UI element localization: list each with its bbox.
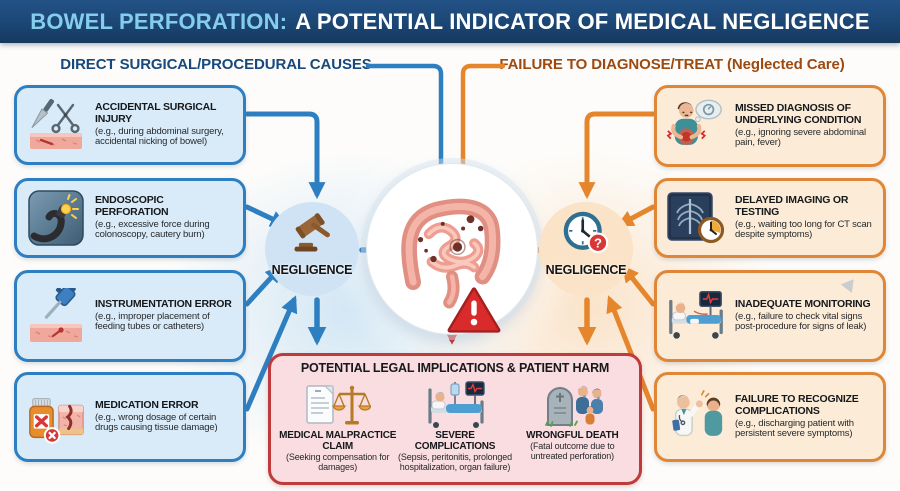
negligence-label: NEGLIGENCE bbox=[271, 263, 353, 277]
gavel-icon bbox=[288, 210, 336, 261]
cause-box-failure-to-recognize: FAILURE TO RECOGNIZE COMPLICATIONS (e.g.… bbox=[654, 372, 886, 462]
legal-item-title: SEVERE COMPLICATIONS bbox=[414, 430, 496, 453]
cause-desc: (e.g., excessive force during colonoscop… bbox=[95, 218, 210, 241]
legal-item-desc: (Seeking compensation for damages) bbox=[286, 452, 390, 473]
cause-title: ENDOSCOPIC PERFORATION bbox=[95, 193, 169, 218]
abdominal-pain-icon bbox=[665, 97, 727, 155]
cause-desc: (e.g., during abdominal surgery, acciden… bbox=[95, 125, 224, 148]
doctor-dismissal-icon bbox=[665, 389, 727, 445]
cause-desc: (e.g., improper placement of feeding tub… bbox=[95, 310, 210, 333]
svg-text:?: ? bbox=[594, 236, 602, 251]
scalpel-scissors-icon bbox=[25, 97, 87, 153]
hospital-bed-iv-icon bbox=[422, 378, 488, 428]
intestines-illustration bbox=[378, 172, 526, 327]
title-banner: BOWEL PERFORATION: A POTENTIAL INDICATOR… bbox=[0, 0, 900, 43]
cause-box-accidental-surgical-injury: ACCIDENTAL SURGICAL INJURY (e.g., during… bbox=[14, 85, 246, 165]
legal-item-title: WRONGFUL DEATH bbox=[526, 430, 619, 441]
cause-title: INADEQUATE MONITORING bbox=[735, 297, 871, 310]
warning-triangle-icon bbox=[447, 286, 501, 341]
legal-item-malpractice: MEDICAL MALPRACTICE CLAIM (Seeking compe… bbox=[279, 378, 396, 473]
cause-desc: (e.g., ignoring severe abdominal pain, f… bbox=[735, 126, 866, 149]
feeding-tube-icon bbox=[25, 288, 87, 344]
cause-box-endoscopic-perforation: ENDOSCOPIC PERFORATION (e.g., excessive … bbox=[14, 178, 246, 258]
legal-box-title: POTENTIAL LEGAL IMPLICATIONS & PATIENT H… bbox=[300, 361, 610, 375]
cause-desc: (e.g., discharging patient with persiste… bbox=[735, 417, 854, 440]
negligence-node-surgical: NEGLIGENCE bbox=[265, 202, 359, 296]
hospital-monitoring-icon bbox=[665, 289, 727, 343]
cause-title: ACCIDENTAL SURGICAL INJURY bbox=[95, 100, 217, 125]
legal-item-desc: (Sepsis, peritonitis, prolonged hospital… bbox=[398, 452, 512, 473]
legal-item-title: MEDICAL MALPRACTICE CLAIM bbox=[279, 430, 397, 453]
cause-box-delayed-imaging: DELAYED IMAGING OR TESTING (e.g., waitin… bbox=[654, 178, 886, 258]
cause-desc: (e.g., wrong dosage of certain drugs cau… bbox=[95, 411, 218, 434]
right-column-header: FAILURE TO DIAGNOSE/TREAT (Neglected Car… bbox=[499, 56, 845, 73]
medication-bottle-icon bbox=[25, 389, 87, 445]
negligence-label: NEGLIGENCE bbox=[545, 263, 627, 277]
left-column-header: DIRECT SURGICAL/PROCEDURAL CAUSES bbox=[60, 56, 372, 73]
legal-item-wrongful-death: WRONGFUL DEATH (Fatal outcome due to unt… bbox=[514, 378, 631, 473]
cause-title: MEDICATION ERROR bbox=[95, 398, 199, 411]
page-title-accent: BOWEL PERFORATION: bbox=[30, 8, 288, 34]
cause-desc: (e.g., waiting too long for CT scan desp… bbox=[735, 218, 872, 241]
scales-document-icon bbox=[305, 378, 371, 428]
cause-desc: (e.g., failure to check vital signs post… bbox=[735, 310, 867, 333]
tombstone-family-icon bbox=[540, 378, 604, 428]
cause-box-medication-error: MEDICATION ERROR (e.g., wrong dosage of … bbox=[14, 372, 246, 462]
legal-implications-box: POTENTIAL LEGAL IMPLICATIONS & PATIENT H… bbox=[268, 353, 642, 485]
cause-title: DELAYED IMAGING OR TESTING bbox=[735, 193, 849, 218]
bowel-illustration-circle bbox=[366, 163, 538, 335]
cause-box-missed-diagnosis: MISSED DIAGNOSIS OF UNDERLYING CONDITION… bbox=[654, 85, 886, 167]
cause-box-inadequate-monitoring: INADEQUATE MONITORING (e.g., failure to … bbox=[654, 270, 886, 362]
clock-question-icon: ? bbox=[561, 210, 611, 261]
legal-item-desc: (Fatal outcome due to untreated perforat… bbox=[530, 441, 615, 462]
cause-title: FAILURE TO RECOGNIZE COMPLICATIONS bbox=[735, 392, 859, 417]
endoscope-icon bbox=[25, 190, 87, 246]
negligence-node-diagnostic: ? NEGLIGENCE bbox=[539, 202, 633, 296]
cause-title: INSTRUMENTATION ERROR bbox=[95, 297, 232, 310]
page-title: A POTENTIAL INDICATOR OF MEDICAL NEGLIGE… bbox=[295, 8, 870, 34]
xray-clock-icon bbox=[665, 191, 727, 245]
cause-box-instrumentation-error: INSTRUMENTATION ERROR (e.g., improper pl… bbox=[14, 270, 246, 362]
legal-item-severe-complications: SEVERE COMPLICATIONS (Sepsis, peritoniti… bbox=[396, 378, 513, 473]
cause-title: MISSED DIAGNOSIS OF UNDERLYING CONDITION bbox=[735, 101, 862, 126]
